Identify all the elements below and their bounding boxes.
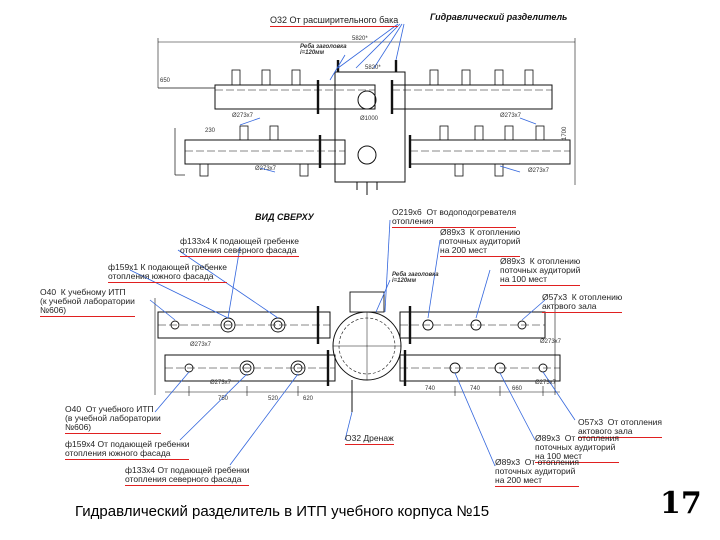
label-to-assembly-hall: Ø57х3 К отоплению актового зала bbox=[542, 292, 623, 313]
dim-top-4: Ø1000 bbox=[360, 116, 379, 122]
label-from-water-heater: О219х6 От водоподогревателя отопления bbox=[392, 207, 517, 228]
label-to-north-supply: ф133х4 К подающей гребенке отопления сев… bbox=[180, 236, 299, 257]
label-from-educational-itp: О40 От учебного ИТП (в учебной лаборатор… bbox=[65, 404, 161, 434]
dim-plan-3: Ø273х7 bbox=[210, 380, 232, 386]
dim-plan-7: 740 bbox=[425, 386, 436, 392]
dim-plan-4: Ø273х7 bbox=[535, 380, 557, 386]
label-from-auditorium-200: Ø89х3 От отопления поточных аудиторий на… bbox=[495, 457, 580, 487]
dim-plan-1: Ø273х7 bbox=[190, 342, 212, 348]
label-from-auditorium-100: Ø89х3 От отопления поточных аудиторий на… bbox=[535, 433, 620, 463]
dim-top-1: 5820* bbox=[352, 36, 368, 42]
dim-plan-6: 520 bbox=[268, 396, 279, 402]
slide-caption: Гидравлический разделитель в ИТП учебног… bbox=[75, 503, 490, 520]
dim-top-2: 5820* bbox=[365, 65, 381, 71]
label-to-auditorium-100: Ø89х3 К отоплению поточных аудиторий на … bbox=[500, 256, 581, 286]
dim-top-8: Ø273х7 bbox=[528, 168, 550, 174]
label-drain: О32 Дренаж bbox=[345, 433, 394, 445]
dim-top-7: Ø273х7 bbox=[255, 166, 277, 172]
expansion-tank-label: О32 От расширительного бака bbox=[270, 15, 399, 27]
label-from-north-supply: ф133х4 От подающей гребенки отопления се… bbox=[125, 465, 250, 486]
dim-top-9: 230 bbox=[205, 128, 216, 134]
label-from-south-supply: ф159х4 От подающей гребенки отопления юж… bbox=[65, 439, 190, 460]
dim-plan-5: 750 bbox=[218, 396, 229, 402]
dim-plan-9: 660 bbox=[512, 386, 523, 392]
dim-top-3: 1700 bbox=[562, 126, 568, 140]
dim-top-10: 650 bbox=[160, 78, 171, 84]
label-to-auditorium-200: Ø89х3 К отоплению поточных аудиторий на … bbox=[440, 227, 521, 257]
view-from-above-label: ВИД СВЕРХУ bbox=[255, 212, 314, 222]
label-from-assembly-hall: О57х3 От отопления актового зала bbox=[578, 417, 663, 438]
dim-top-6: Ø273х7 bbox=[500, 113, 522, 119]
drawing-title: Гидравлический разделитель bbox=[430, 12, 568, 22]
page-number: 17 bbox=[660, 486, 702, 521]
label-to-educational-itp: О40 К учебному ИТП (к учебной лаборатори… bbox=[40, 287, 135, 317]
dim-top-5: Ø273х7 bbox=[232, 113, 254, 119]
dim-plan-2: Ø273х7 bbox=[540, 339, 562, 345]
dim-plan-8: 740 bbox=[470, 386, 481, 392]
label-to-south-supply: ф159х1 К подающей гребенке отопления южн… bbox=[108, 262, 227, 283]
dim-plan-10: 620 bbox=[303, 396, 314, 402]
